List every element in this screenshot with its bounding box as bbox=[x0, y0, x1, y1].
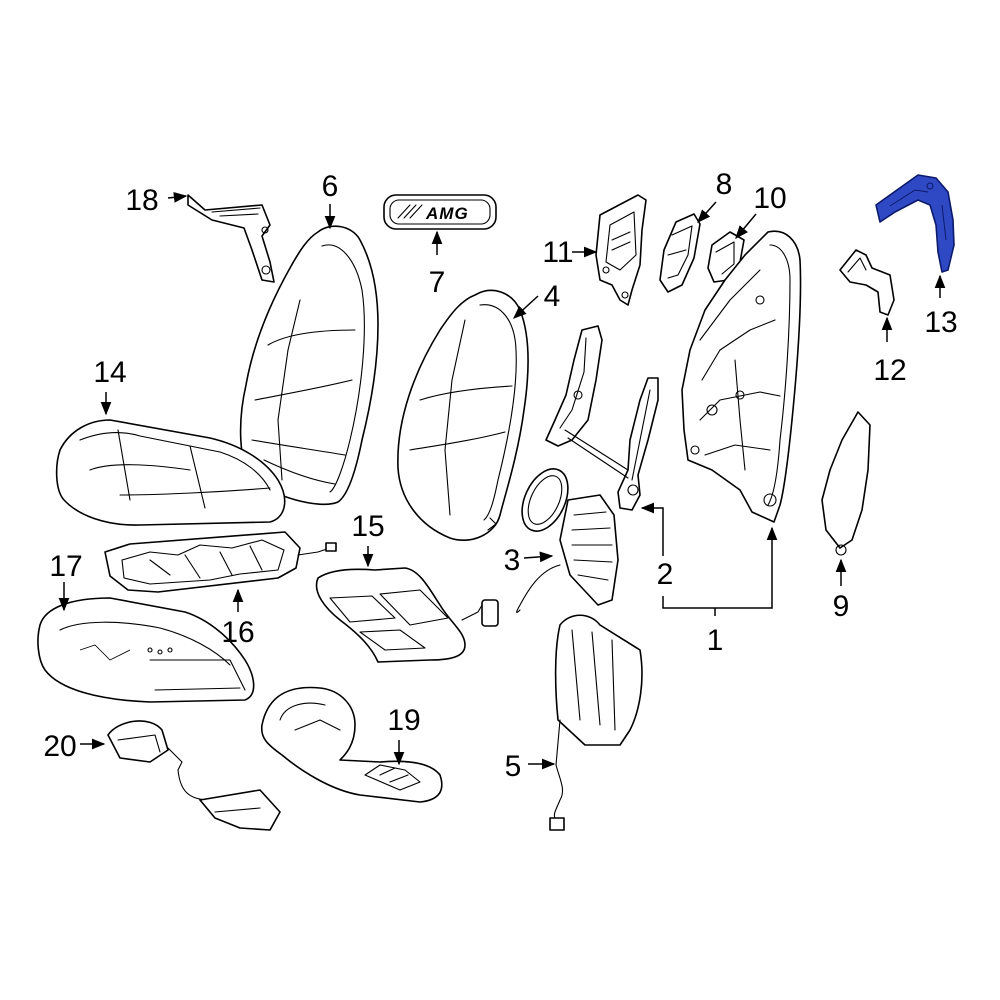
part-12-bracket bbox=[839, 249, 895, 316]
callout-11: 11 bbox=[542, 236, 573, 269]
callout-12: 12 bbox=[873, 354, 906, 387]
part-18-bracket bbox=[187, 194, 275, 283]
leader-lines bbox=[58, 191, 946, 770]
callout-14: 14 bbox=[93, 356, 126, 389]
part-8-cover bbox=[659, 213, 701, 293]
callout-5: 5 bbox=[505, 750, 522, 783]
part-20-switch bbox=[107, 720, 281, 831]
part-3-lumbar-support bbox=[516, 468, 619, 614]
callout-19: 19 bbox=[387, 704, 420, 737]
callout-6: 6 bbox=[322, 170, 339, 203]
part-6-seat-back-cover bbox=[239, 225, 379, 506]
part-11-side-panel bbox=[595, 194, 647, 306]
part-15-cushion-pad bbox=[315, 567, 499, 663]
part-2-brackets bbox=[545, 325, 659, 511]
part-5-seat-back-panel bbox=[549, 614, 643, 831]
callout-labels: 1 2 3 4 5 6 7 8 9 10 11 12 13 14 15 16 1… bbox=[43, 168, 957, 783]
part-19-seat-side-panel bbox=[260, 686, 443, 803]
callout-7: 7 bbox=[429, 266, 446, 299]
part-1-seat-back-frame bbox=[681, 230, 802, 523]
part-16-heater-mat bbox=[104, 531, 337, 593]
callout-3: 3 bbox=[504, 544, 521, 577]
callout-10: 10 bbox=[753, 182, 786, 215]
callout-17: 17 bbox=[49, 550, 82, 583]
callout-2: 2 bbox=[657, 558, 674, 591]
callout-16: 16 bbox=[221, 616, 254, 649]
part-9-trim-strip bbox=[821, 411, 871, 556]
callout-15: 15 bbox=[351, 510, 384, 543]
callout-4: 4 bbox=[544, 280, 561, 313]
part-14-seat-cushion-cover bbox=[55, 419, 286, 526]
callout-20: 20 bbox=[43, 730, 76, 763]
part-4-seat-back-trim bbox=[397, 289, 529, 542]
callout-9: 9 bbox=[833, 590, 850, 623]
part-7-amg-badge: AMG bbox=[383, 194, 497, 230]
callout-8: 8 bbox=[716, 168, 733, 201]
callout-18: 18 bbox=[125, 184, 158, 217]
part-17-seat-cushion bbox=[37, 597, 255, 703]
part-13-trim-panel bbox=[875, 174, 955, 273]
badge-text: AMG bbox=[425, 204, 469, 223]
callout-1: 1 bbox=[707, 624, 724, 657]
part-13-highlight-shape bbox=[875, 174, 955, 273]
callout-13: 13 bbox=[924, 306, 957, 339]
